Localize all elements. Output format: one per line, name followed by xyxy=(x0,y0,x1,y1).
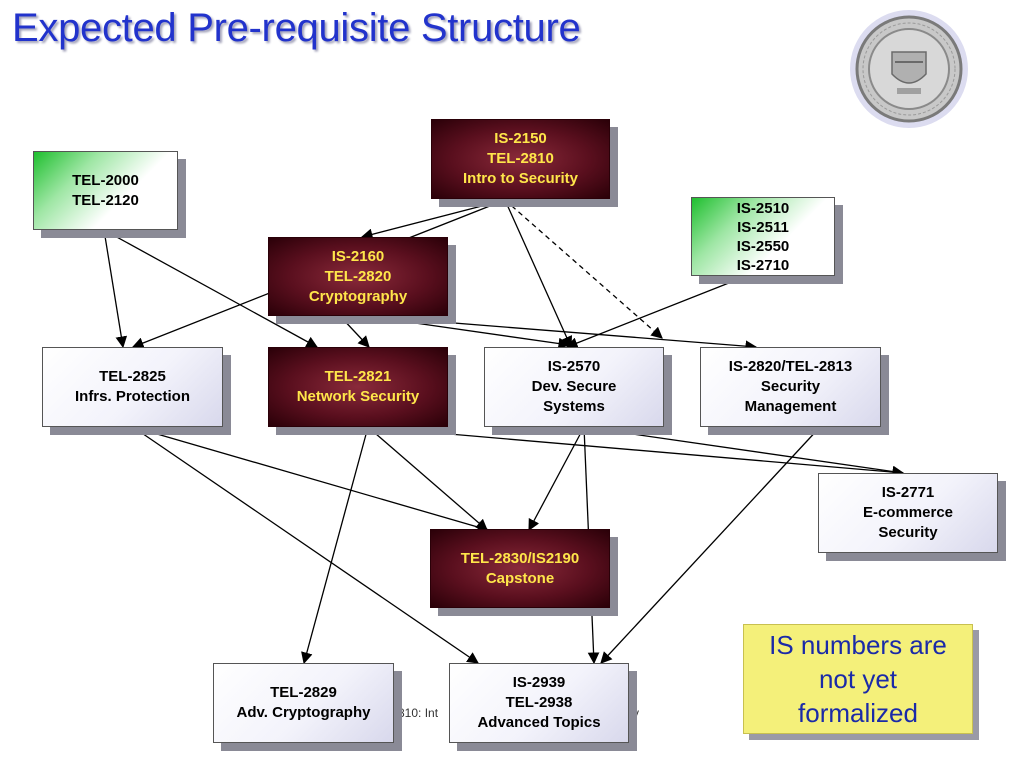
node-line: TEL-2000 xyxy=(72,171,139,189)
node-line: Adv. Cryptography xyxy=(236,704,371,721)
note-line: formalized xyxy=(798,698,918,728)
edge-network_security-to-capstone xyxy=(367,426,488,531)
node-line: TEL-2810 xyxy=(487,150,554,167)
node-line: IS-2550 xyxy=(736,237,790,255)
node-line: Security xyxy=(878,524,938,541)
node-is-2510: IS-2510 IS-2511 IS-2550 IS-2710 xyxy=(691,197,835,276)
edge-tel2000-to-network_security xyxy=(103,229,319,348)
node-line: IS-2510 xyxy=(736,199,790,217)
edge-intro_security-to-security_mgmt xyxy=(504,199,663,339)
edge-dev_secure-to-ecommerce xyxy=(583,426,905,478)
edge-infrs_protection-to-capstone xyxy=(132,426,490,533)
edge-infrs_protection-to-advanced_topics xyxy=(132,426,479,664)
edge-network_security-to-adv_crypto xyxy=(301,426,369,665)
footer-text-tail: y xyxy=(633,706,639,720)
edge-intro_security-to-dev_secure xyxy=(504,199,573,349)
node-line: Network Security xyxy=(296,388,420,405)
node-line: IS-2150 xyxy=(494,130,547,147)
node-network-security: TEL-2821 Network Security xyxy=(268,347,448,427)
edge-dev_secure-to-capstone xyxy=(528,426,585,532)
edge-cryptography-to-security_mgmt xyxy=(365,315,758,352)
node-line: IS-2939 xyxy=(512,674,566,691)
node-cryptography: IS-2160 TEL-2820 Cryptography xyxy=(268,237,448,316)
node-line: Systems xyxy=(543,398,605,415)
node-line: TEL-2829 xyxy=(270,684,337,701)
node-line: TEL-2938 xyxy=(505,694,573,711)
node-line: IS-2570 xyxy=(547,358,601,375)
node-line: IS-2820/TEL-2813 xyxy=(728,358,853,375)
node-adv-cryptography: TEL-2829 Adv. Cryptography xyxy=(213,663,394,743)
footer-text: 810: Int xyxy=(398,706,439,720)
node-line: TEL-2120 xyxy=(72,191,139,209)
node-dev-secure-systems: IS-2570 Dev. Secure Systems xyxy=(484,347,664,427)
note-line: not yet xyxy=(818,664,898,694)
node-line: TEL-2820 xyxy=(324,267,392,285)
node-line: IS-2710 xyxy=(736,256,790,274)
node-ecommerce-security: IS-2771 E-commerce Security xyxy=(818,473,998,553)
node-line: Management xyxy=(744,398,837,415)
edge-security_mgmt-to-advanced_topics xyxy=(600,426,821,664)
node-line: TEL-2830/IS2190 xyxy=(460,549,580,567)
edge-cryptography-to-dev_secure xyxy=(365,315,571,350)
note-line: IS numbers are xyxy=(769,630,947,660)
node-advanced-topics: IS-2939 TEL-2938 Advanced Topics xyxy=(449,663,629,743)
node-line: Capstone xyxy=(485,569,555,587)
note-callout: IS numbers are not yet formalized xyxy=(743,624,973,734)
node-line: IS-2771 xyxy=(881,484,935,501)
node-line: IS-2160 xyxy=(331,247,385,265)
node-tel-2000: TEL-2000 TEL-2120 xyxy=(33,151,178,230)
node-line: IS-2511 xyxy=(737,218,789,236)
node-line: Infrs. Protection xyxy=(74,388,190,405)
node-line: Intro to Security xyxy=(462,170,578,187)
edge-cryptography-to-network_security xyxy=(339,315,370,348)
node-line: Cryptography xyxy=(308,287,408,305)
edge-intro_security-to-cryptography xyxy=(360,199,506,241)
node-line: Security xyxy=(760,378,821,395)
node-line: Advanced Topics xyxy=(477,714,601,731)
university-seal-icon xyxy=(850,10,968,128)
page-title: Expected Pre-requisite Structure xyxy=(12,6,581,50)
edge-network_security-to-ecommerce xyxy=(367,426,905,478)
node-line: E-commerce xyxy=(862,504,954,521)
edge-is2510-to-dev_secure xyxy=(565,276,745,349)
node-intro-security: IS-2150 TEL-2810 Intro to Security xyxy=(431,119,610,199)
node-infrs-protection: TEL-2825 Infrs. Protection xyxy=(42,347,223,427)
node-line: Dev. Secure xyxy=(531,378,617,395)
node-capstone: TEL-2830/IS2190 Capstone xyxy=(430,529,610,608)
node-security-management: IS-2820/TEL-2813 Security Management xyxy=(700,347,881,427)
edge-tel2000-to-infrs_protection xyxy=(103,229,128,349)
node-line: TEL-2825 xyxy=(99,368,166,385)
node-line: TEL-2821 xyxy=(324,368,392,385)
